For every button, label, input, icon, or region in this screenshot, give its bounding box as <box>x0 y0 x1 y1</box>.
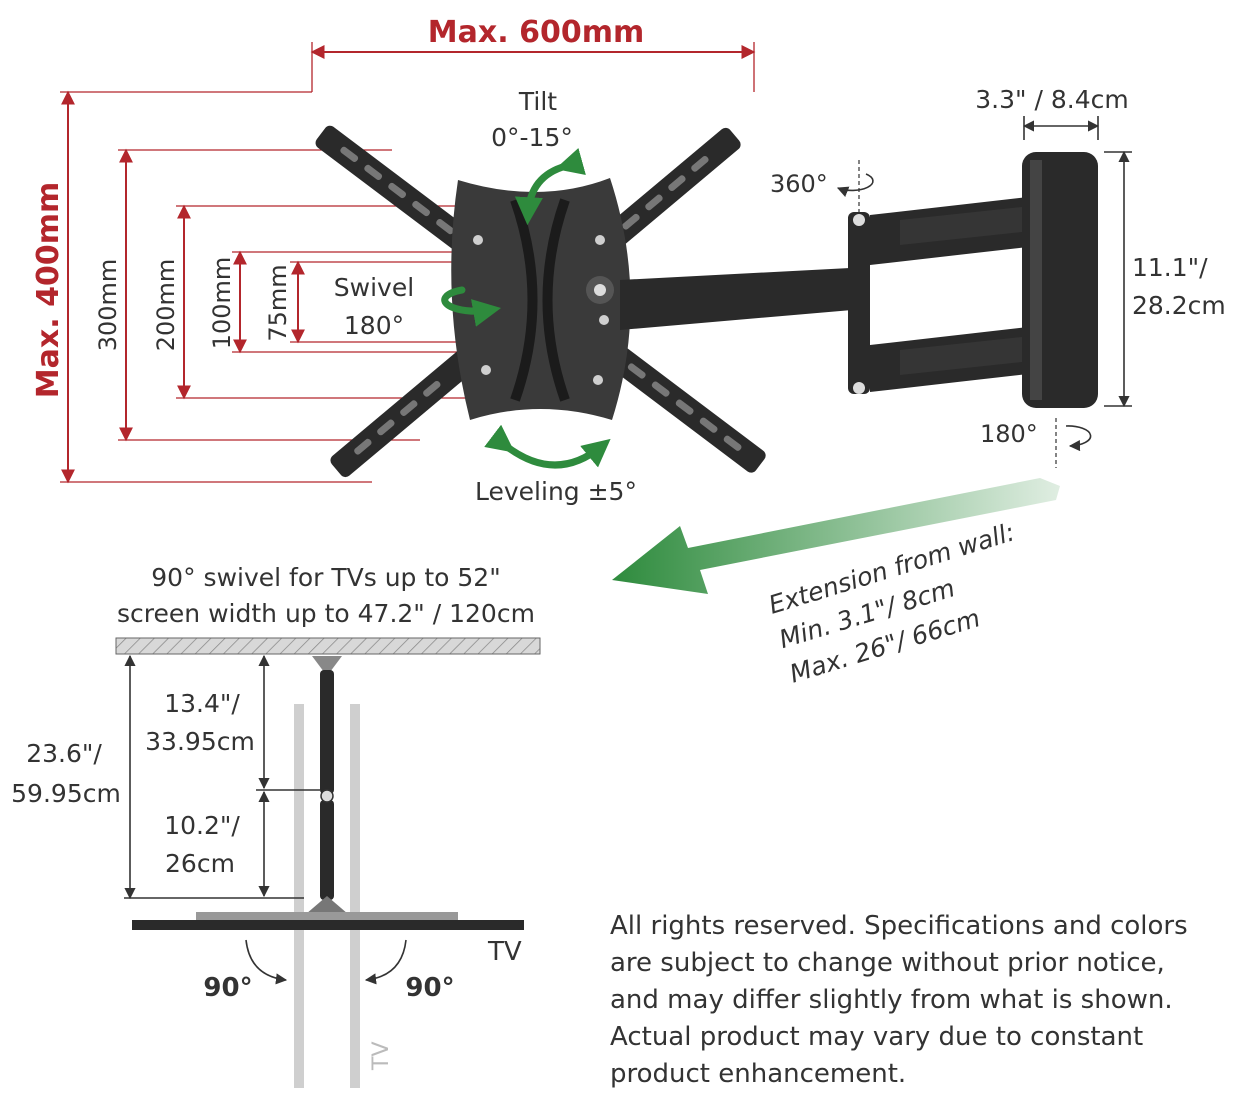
disclaimer-line-2: are subject to change without prior noti… <box>610 948 1165 978</box>
tv-label: TV <box>487 937 522 967</box>
arm-2-length-2: 26cm <box>165 849 235 878</box>
rotate-180-icon <box>1055 418 1092 468</box>
tilt-title: Tilt <box>518 87 557 116</box>
leveling-arrow-icon <box>484 424 611 469</box>
tv-bracket <box>315 125 766 478</box>
leveling-label: Leveling ±5° <box>475 477 637 506</box>
arm-1-length-2: 33.95cm <box>145 727 255 756</box>
plate-height-label-1: 11.1"/ <box>1132 253 1208 282</box>
vesa-200-label: 200mm <box>152 259 180 352</box>
disclaimer-line-3: and may differ slightly from what is sho… <box>610 985 1173 1015</box>
angle-left-label: 90° <box>203 973 252 1003</box>
max-height-label: Max. 400mm <box>31 182 66 398</box>
max-width-label: Max. 600mm <box>428 15 644 50</box>
tilt-range: 0°-15° <box>491 123 573 152</box>
disclaimer-line-4: Actual product may vary due to constant <box>610 1022 1144 1052</box>
wall-hatch <box>115 637 541 655</box>
arm-2-length-1: 10.2"/ <box>164 811 240 840</box>
top-view-caption-1: 90° swivel for TVs up to 52" <box>151 563 500 592</box>
swivel-range: 180° <box>344 311 404 340</box>
disclaimer: All rights reserved. Specifications and … <box>610 908 1220 1093</box>
total-length-1: 23.6"/ <box>26 739 102 768</box>
plate-depth-dimension <box>1022 116 1100 140</box>
ghost-tv-label: TV <box>369 1042 394 1072</box>
swivel-title: Swivel <box>334 273 414 302</box>
rotate-360-label: 360° <box>770 170 828 198</box>
vesa-100-label: 100mm <box>208 257 236 350</box>
vesa-75-label: 75mm <box>264 264 292 341</box>
plate-depth-label: 3.3" / 8.4cm <box>975 85 1128 114</box>
extension-arrow-icon <box>612 478 1060 594</box>
plate-height-dimension <box>1104 150 1132 408</box>
width-dimension <box>310 42 756 92</box>
top-view-dimensions <box>124 654 320 900</box>
rotate-360-icon <box>836 160 874 212</box>
total-length-2: 59.95cm <box>11 779 121 808</box>
vesa-300-label: 300mm <box>94 259 122 352</box>
articulating-arm <box>620 152 1098 408</box>
arm-1-length-1: 13.4"/ <box>164 689 240 718</box>
rotate-180-label: 180° <box>980 420 1038 448</box>
angle-right-label: 90° <box>405 973 454 1003</box>
swivel-angle-left-icon <box>245 939 288 985</box>
tv-panel <box>132 920 524 930</box>
tilt-arrow-icon <box>514 148 586 226</box>
disclaimer-line-5: product enhancement. <box>610 1059 907 1089</box>
swivel-angle-right-icon <box>364 939 407 985</box>
top-view-arm <box>196 656 458 920</box>
ghost-tv-outline: TV <box>294 704 394 1088</box>
swivel-arrow-icon <box>441 286 502 327</box>
height-dimensions <box>60 90 512 484</box>
disclaimer-line-1: All rights reserved. Specifications and … <box>610 911 1188 941</box>
top-view-caption-2: screen width up to 47.2" / 120cm <box>117 599 535 628</box>
plate-height-label-2: 28.2cm <box>1132 291 1226 320</box>
